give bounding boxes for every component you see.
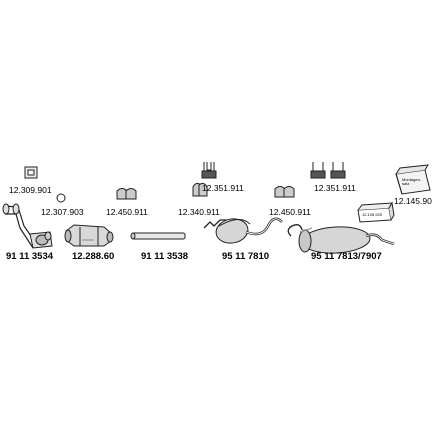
part-code-12-450-911-right[interactable]: 12.450.911 <box>269 207 311 217</box>
part-code-91-11-3538[interactable]: 91 11 3538 <box>141 251 189 262</box>
part-code-91-11-3534[interactable]: 91 11 3534 <box>6 251 54 262</box>
clamp-340-icon <box>192 182 208 197</box>
kit-box-label: 12.105.925 <box>362 212 383 217</box>
part-code-95-11-7810[interactable]: 95 11 7810 <box>222 251 270 262</box>
part-code-12-145-90[interactable]: 12.145.90 <box>394 196 432 206</box>
catalytic-converter-icon <box>64 224 114 247</box>
part-code-12-340-911[interactable]: 12.340.911 <box>178 207 220 217</box>
part-code-12-288-60[interactable]: 12.288.60 <box>72 251 115 262</box>
front-pipe-icon <box>2 203 53 249</box>
part-code-12-351-911-middle[interactable]: 12.351.911 <box>202 183 244 193</box>
part-code-12-307-903[interactable]: 12.307.903 <box>41 207 84 217</box>
clamp-right-icon <box>274 186 295 198</box>
intermediate-pipe-icon <box>130 232 186 240</box>
mounting-box-label: Montagen- satz <box>402 177 422 186</box>
part-code-95-11-7813-7907[interactable]: 95 11 7813/7907 <box>311 251 382 262</box>
ring-gasket-icon <box>56 193 66 203</box>
rubber-hanger-middle-icon <box>201 162 217 179</box>
part-code-12-309-901[interactable]: 12.309.901 <box>9 185 52 195</box>
mounting-kit-box-icon <box>395 164 431 195</box>
middle-silencer-icon <box>203 217 283 244</box>
part-code-12-450-911-left[interactable]: 12.450.911 <box>106 207 148 217</box>
clamp-left-icon <box>116 188 137 200</box>
part-code-12-351-911-right[interactable]: 12.351.911 <box>314 183 356 193</box>
kit-box-icon <box>357 201 395 223</box>
gasket-square-icon <box>24 166 38 179</box>
rear-silencer-icon <box>287 224 395 254</box>
rubber-hanger-right-icon <box>310 162 346 179</box>
